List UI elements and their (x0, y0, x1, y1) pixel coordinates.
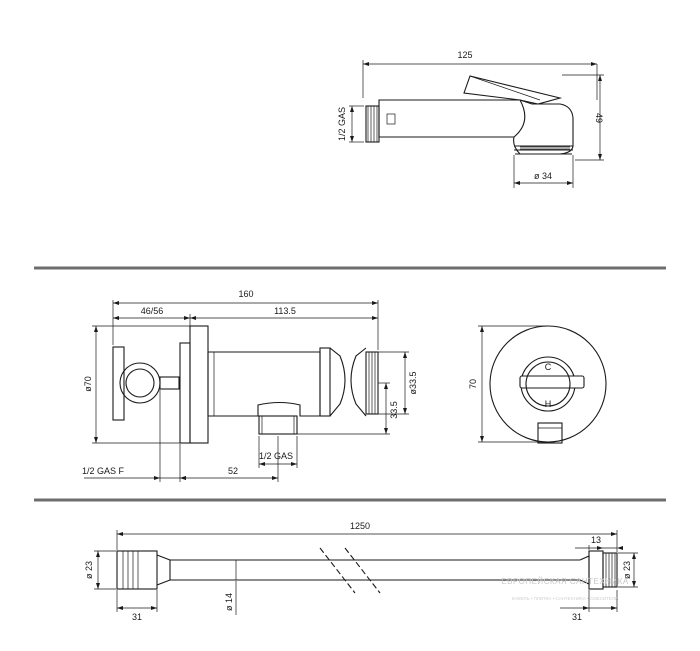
valve-inlet-thread-label: 1/2 GAS F (82, 466, 125, 476)
shower-diameter-label: ø 34 (534, 171, 552, 181)
hose-right-end-length-label: 31 (572, 612, 582, 622)
valve-side-view: 160 46/56 113.5 ø70 ø33.5 33.5 1/2 GAS F… (82, 289, 418, 482)
valve-offset-label: 46/56 (141, 306, 164, 316)
valve-outlet-offset-label: 52 (228, 466, 238, 476)
shower-thread-label: 1/2 GAS (337, 107, 347, 141)
valve-flange-diameter-label: ø70 (83, 376, 93, 392)
hose-diameter-label: ø 14 (224, 593, 234, 611)
watermark-subtitle: КАФЕЛЬ • ПЛИТКА • САНТЕХНИКА • СМЕСИТЕЛИ (512, 596, 618, 601)
hose-left-end-length-label: 31 (132, 612, 142, 622)
cold-mark: C (545, 362, 552, 372)
valve-total-length-label: 160 (238, 289, 253, 299)
shower-width-label: 125 (457, 50, 472, 60)
hose-nut-length-label: 13 (591, 535, 601, 545)
valve-body-length-label: 113.5 (274, 306, 296, 316)
hot-mark: H (545, 399, 552, 409)
hose-left-diameter-label: ø 23 (84, 561, 94, 579)
hand-shower-side-view: 125 49 1/2 GAS ø 34 (337, 50, 604, 188)
valve-front-view: C H 70 (468, 325, 607, 444)
hose-side-view: 1250 13 ø 23 ø 23 ø 14 31 31 (84, 521, 638, 622)
valve-outlet-diameter-label: ø33.5 (408, 371, 418, 394)
valve-outlet-height-label: 33.5 (389, 401, 399, 419)
watermark: ЕВРОПЕЙСКАЯ САНТЕХНИКА КАФЕЛЬ • ПЛИТКА •… (501, 577, 629, 601)
front-height-label: 70 (468, 379, 478, 389)
hose-length-label: 1250 (350, 521, 370, 531)
watermark-title: ЕВРОПЕЙСКАЯ САНТЕХНИКА (501, 577, 629, 586)
hose-right-diameter-label: ø 23 (622, 561, 632, 579)
shower-height-label: 49 (594, 113, 604, 123)
valve-outlet-thread-label: 1/2 GAS (259, 451, 293, 461)
